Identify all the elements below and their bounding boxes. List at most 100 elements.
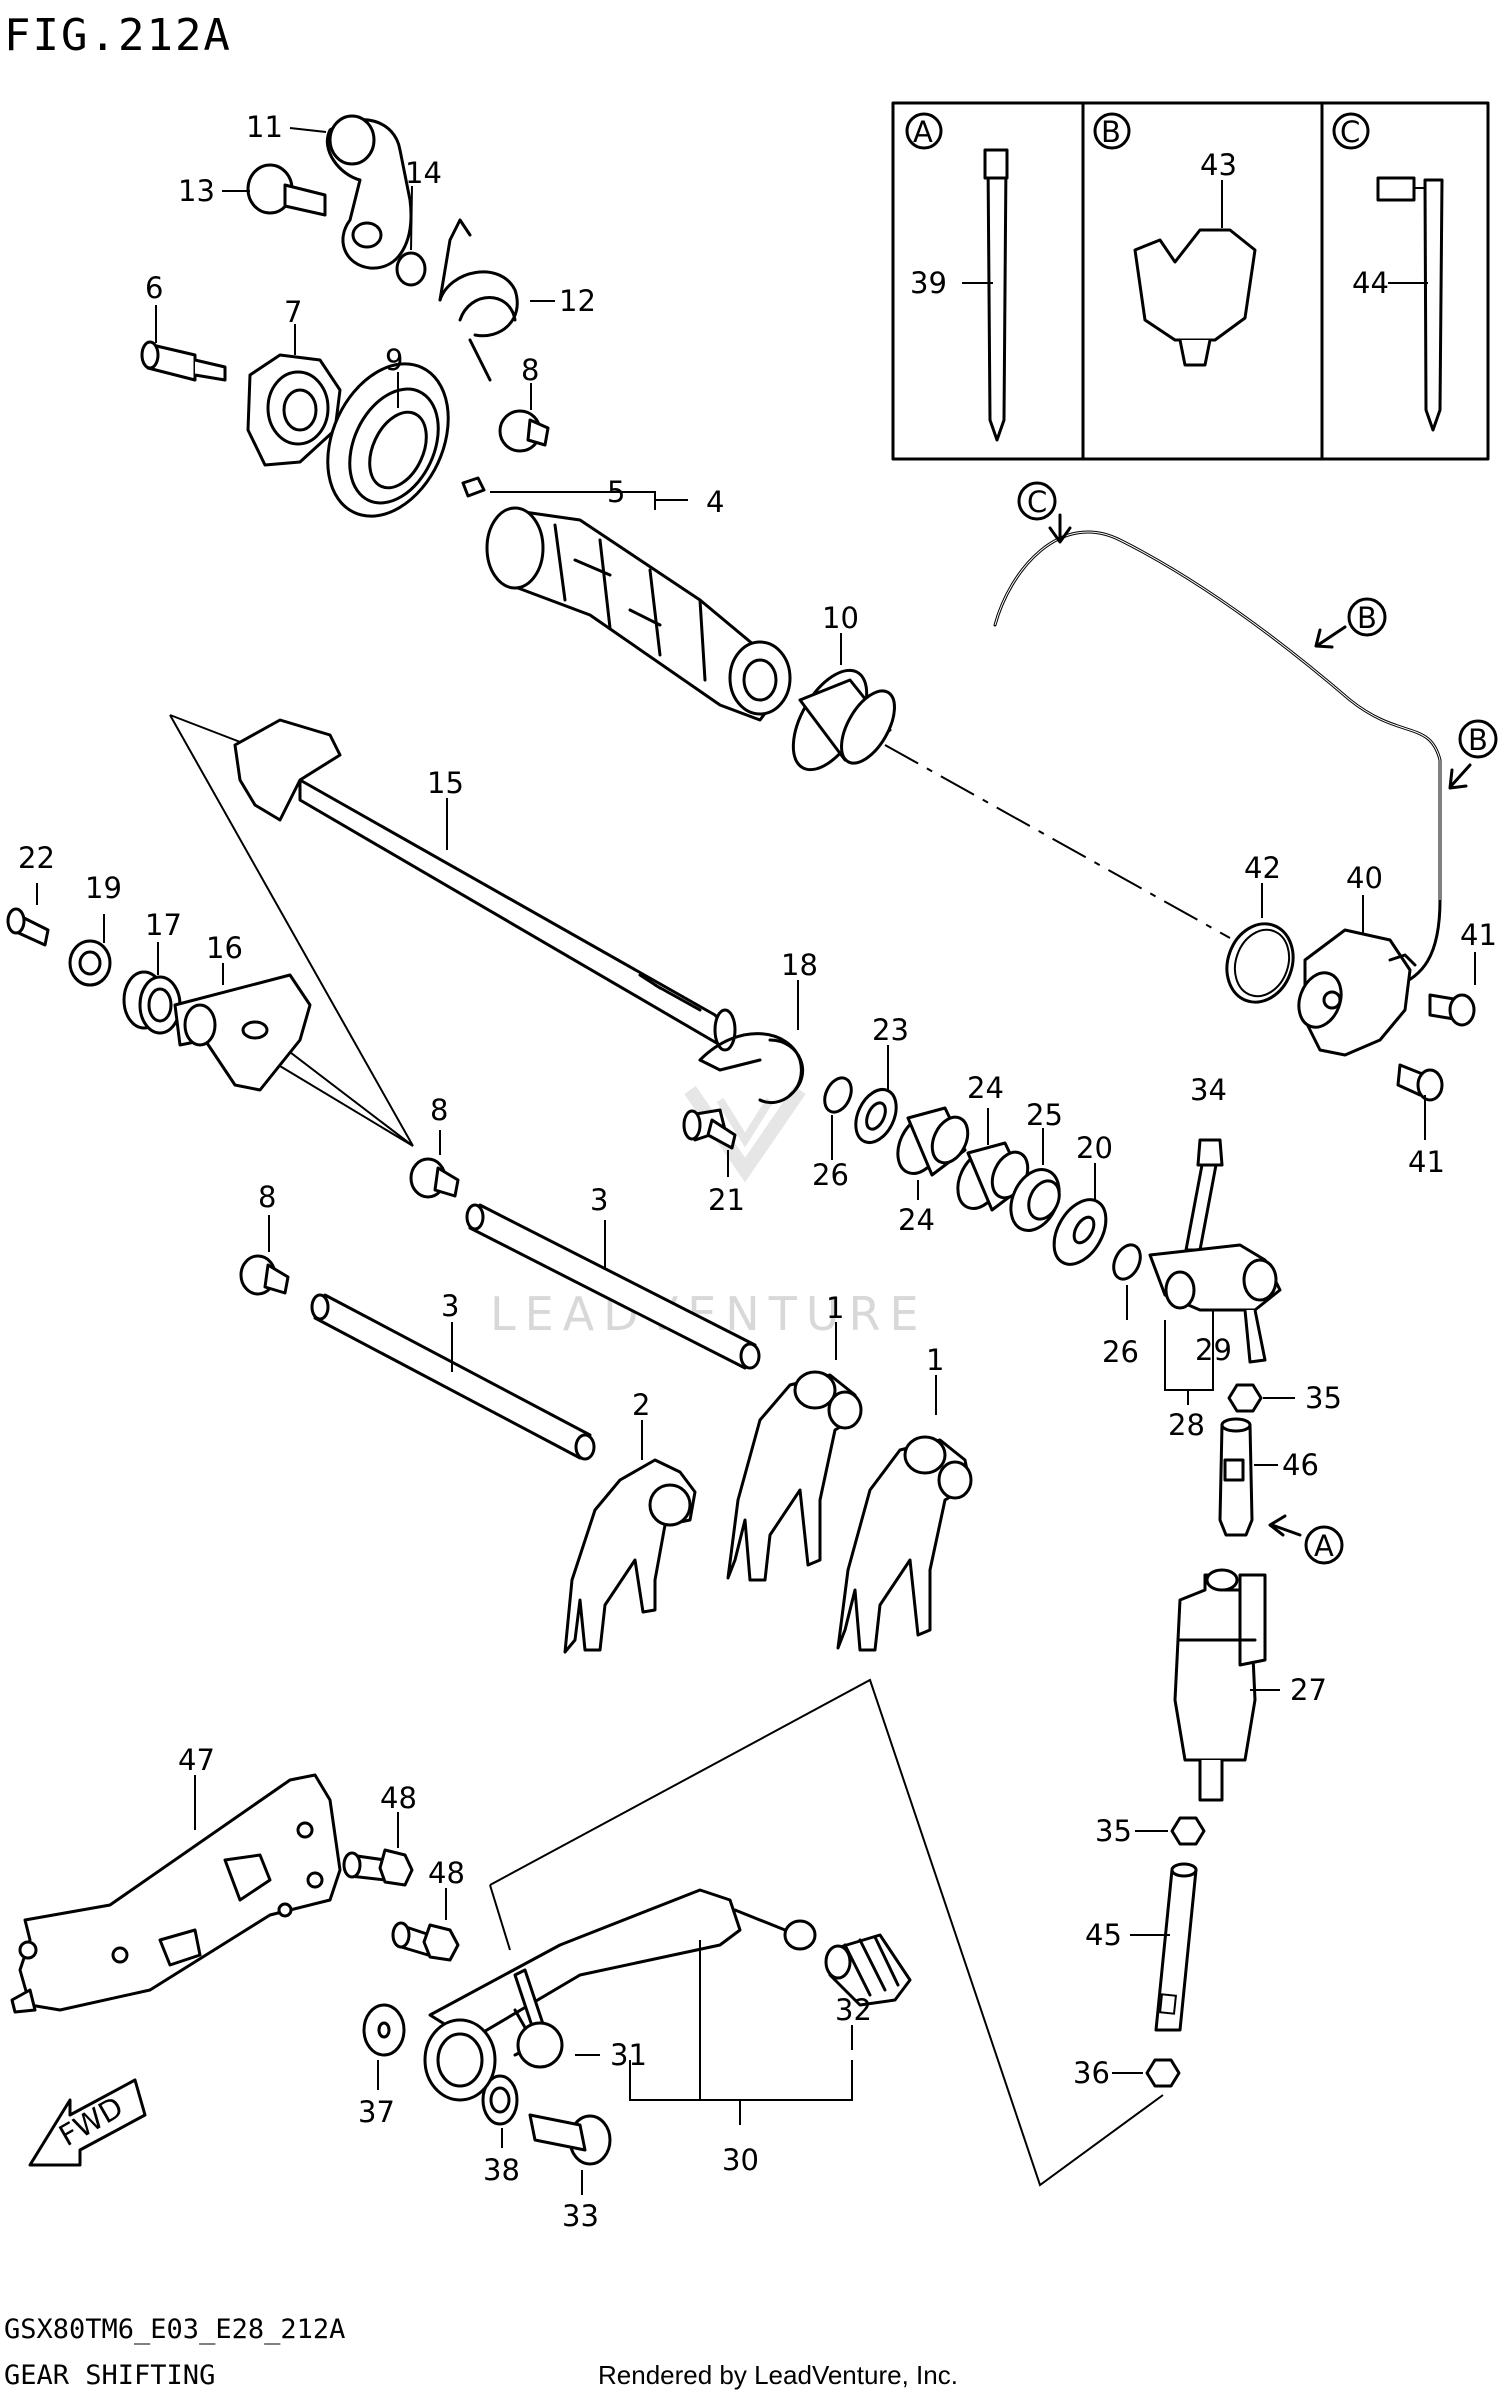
shift-fork-1a (726, 1370, 863, 1582)
callout-label: 8 (258, 1180, 276, 1214)
callout-label: 33 (562, 2199, 599, 2233)
callout-label: 39 (910, 266, 947, 300)
callout-label: 5 (607, 475, 625, 509)
callout-label: 18 (781, 948, 818, 982)
bolt-48b (391, 1921, 460, 1962)
callout-label: 35 (1305, 1381, 1342, 1415)
circlip-26b (1112, 1243, 1142, 1281)
panel-letter: B (1101, 115, 1121, 149)
spring-12 (438, 218, 519, 382)
bearing-10 (791, 668, 896, 772)
bolt-13 (246, 163, 327, 217)
pin-8c (239, 1254, 290, 1296)
callout-label: 35 (1095, 1814, 1132, 1848)
callout-label: 44 (1352, 266, 1389, 300)
callout-label: 46 (1282, 1448, 1319, 1482)
callout-label: 37 (358, 2095, 395, 2129)
callout-label: 48 (428, 1856, 465, 1890)
bolt-33 (528, 2113, 612, 2166)
gearshift-rod-joint-46 (1218, 1417, 1254, 1537)
circlip-26 (823, 1076, 853, 1114)
callout-label: 17 (145, 908, 182, 942)
callout-label: 25 (1026, 1098, 1063, 1132)
callout-label: 14 (405, 156, 442, 190)
render-credit: Rendered by LeadVenture, Inc. (598, 2360, 958, 2390)
callout-label: 8 (521, 353, 539, 387)
bearing-9 (326, 362, 450, 518)
adjuster-bolt-31 (513, 1968, 564, 2069)
shift-cam-7 (246, 353, 342, 467)
model-code: GSX80TM6_E03_E28_212A (4, 2314, 345, 2345)
pin-8 (498, 409, 550, 453)
callout-label: 13 (178, 174, 215, 208)
nut-35a (1227, 1383, 1263, 1413)
callout-label: 12 (559, 284, 596, 318)
callout-label: 6 (145, 271, 163, 305)
callout-label: 28 (1168, 1408, 1205, 1442)
fork-shaft-3a (465, 1203, 761, 1370)
inset-panel-b: B 43 (1093, 112, 1257, 367)
shift-lever-plate-16 (173, 973, 312, 1092)
callout-label: 16 (206, 931, 243, 965)
inset-panel-a: A 39 (905, 112, 1009, 442)
pin-8b (409, 1157, 460, 1199)
bolt-21 (682, 1108, 737, 1150)
callout-label: 47 (178, 1743, 215, 1777)
bolt-48a (342, 1848, 414, 1887)
seal-25 (1009, 1168, 1061, 1232)
bolt-41b (1396, 1063, 1444, 1102)
figure-title: FIG.212A (4, 10, 232, 61)
forward-direction-arrow: FWD (28, 2078, 147, 2167)
callout-label: 26 (812, 1158, 849, 1192)
panel-letter: A (913, 115, 933, 149)
inset-box (891, 101, 1490, 461)
callout-label: 24 (967, 1071, 1004, 1105)
pin-5 (461, 476, 486, 498)
shift-cam-stopper-11 (325, 114, 413, 270)
callout-label: 15 (427, 766, 464, 800)
callout-label: 38 (483, 2153, 520, 2187)
callout-label: 32 (835, 1993, 872, 2027)
view-ref-b: B (1448, 719, 1498, 790)
gearshift-arm-29 (1148, 1243, 1282, 1364)
callout-label: 45 (1085, 1918, 1122, 1952)
shift-rubber-32 (824, 1933, 912, 2007)
bolt-34 (1184, 1138, 1224, 1252)
shift-fork-2 (563, 1458, 697, 1654)
gearshift-sensor-27 (1173, 1568, 1267, 1802)
panel-letter: C (1340, 115, 1360, 149)
callout-label: 9 (385, 343, 403, 377)
gearshift-cam-drum-4 (485, 506, 792, 722)
callout-label: 36 (1073, 2056, 1110, 2090)
callout-label: 7 (284, 295, 302, 329)
callout-label: 41 (1460, 918, 1497, 952)
callout-label: 30 (722, 2143, 759, 2177)
callout-label: 3 (590, 1183, 608, 1217)
inset-panel-c: C 44 (1332, 112, 1444, 432)
view-ref-c: C (1017, 481, 1072, 544)
callout-label: 2 (632, 1388, 650, 1422)
washer-20 (1052, 1198, 1108, 1266)
clamp-43 (1133, 228, 1257, 342)
seal-17 (122, 970, 182, 1035)
washer-14 (395, 251, 427, 287)
callout-label: 24 (898, 1203, 935, 1237)
bearing-24a (896, 1106, 970, 1177)
cable-tie-44 (1423, 178, 1444, 432)
callout-label: 22 (18, 841, 55, 875)
callout-label: 41 (1408, 1145, 1445, 1179)
callout-label: 1 (826, 1291, 844, 1325)
bolt-41a (1428, 993, 1476, 1027)
gearshift-lever-30 (423, 1888, 817, 2102)
callout-label: 20 (1076, 1131, 1113, 1165)
washer-23 (854, 1088, 898, 1144)
callout-label: 48 (380, 1781, 417, 1815)
spring-18 (698, 1032, 805, 1105)
callout-label: 42 (1244, 851, 1281, 885)
shift-fork-1b (836, 1435, 973, 1652)
callout-label: 34 (1190, 1073, 1227, 1107)
view-ref-a: A (1268, 1514, 1344, 1565)
callout-label: 8 (430, 1093, 448, 1127)
gear-position-sensor-40 (1297, 928, 1417, 1057)
